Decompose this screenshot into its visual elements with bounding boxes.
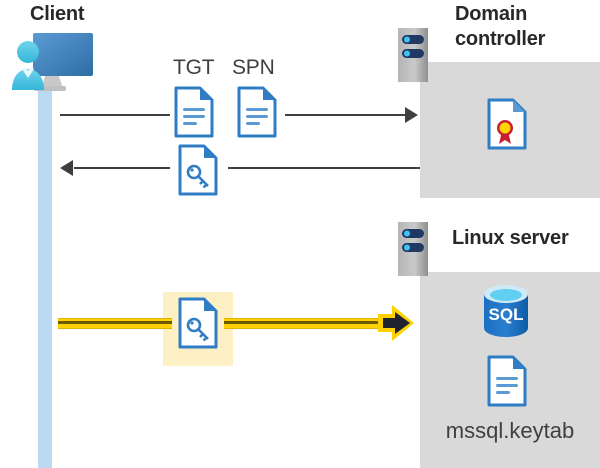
keytab-filename-label: mssql.keytab — [445, 418, 575, 443]
svg-text:SQL: SQL — [489, 305, 524, 324]
ticket-arrow-segment-right — [224, 318, 382, 329]
domain-controller-title-line1: Domain — [455, 3, 528, 25]
spn-label: SPN — [232, 56, 275, 79]
service-ticket-key-document-icon — [178, 144, 218, 196]
linux-server-title: Linux server — [452, 227, 569, 249]
client-computer-icon — [8, 28, 94, 96]
request-arrow-segment-right — [285, 114, 405, 116]
response-arrow-segment-right — [228, 167, 420, 169]
tgt-document-icon — [174, 86, 214, 138]
request-arrowhead — [405, 107, 418, 123]
response-arrow-segment-left — [74, 167, 170, 169]
keytab-document-icon — [487, 355, 527, 407]
certificate-document-icon — [487, 98, 527, 150]
client-title: Client — [30, 3, 85, 25]
ticket-arrowhead — [378, 305, 414, 341]
request-arrow-segment-left — [60, 114, 170, 116]
linux-server-icon — [398, 222, 428, 276]
tgt-label: TGT — [173, 56, 215, 79]
domain-controller-server-icon — [398, 28, 428, 82]
domain-controller-title: Domain controller — [455, 2, 600, 52]
domain-controller-title-line2: controller — [455, 28, 546, 50]
response-arrowhead — [60, 160, 73, 176]
sql-database-icon: SQL — [478, 282, 534, 340]
client-lifeline — [38, 88, 52, 468]
ticket-arrow-segment-left — [58, 318, 172, 329]
presented-ticket-key-document-icon — [178, 297, 218, 349]
spn-document-icon — [237, 86, 277, 138]
